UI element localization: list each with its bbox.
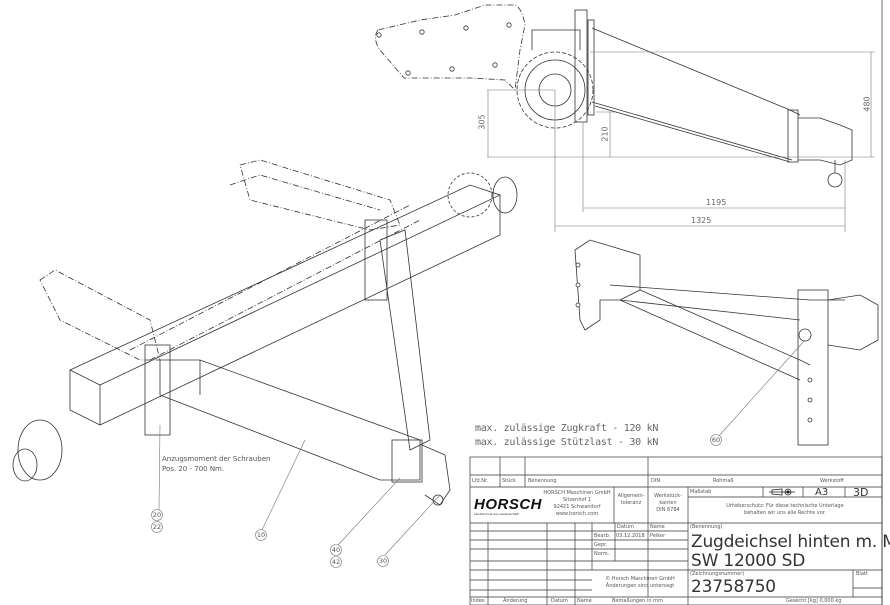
company-name: HORSCH Maschinen GmbH (543, 490, 611, 496)
drawn-by-name: Peiker (650, 533, 666, 539)
sheet-format: A3 (815, 487, 829, 498)
company-address: HORSCH Maschinen GmbH Sitzenhof 1 92421 … (540, 490, 614, 518)
horsch-copyright: © Horsch Maschinen GmbH Änderungen sind … (592, 576, 688, 590)
balloon-30: 30 (378, 557, 388, 565)
revision-index-label: Index (471, 598, 485, 604)
iso-view-drawbar (574, 239, 879, 446)
company-city: 92421 Schwandorf (553, 504, 601, 510)
drawing-title-line2: SW 12000 SD (691, 551, 806, 571)
dimensions-unit-note: Bemaßungen in mm (612, 598, 663, 604)
col-lfd-nr: Lfd.Nr. (472, 478, 489, 484)
workpiece-edges-line2: kanten (659, 500, 677, 506)
weight-field: Gewicht [kg] 0,000 kg (786, 598, 842, 604)
projection-symbol-icon (769, 488, 795, 496)
col-benennung: Benennung (528, 478, 557, 484)
dimension-1325: 1325 (691, 216, 712, 225)
view-type: 3D (853, 486, 869, 499)
drawn-date: 03.12.2018 (616, 533, 645, 539)
balloon-40: 40 (331, 546, 341, 554)
torque-note-line1: Anzugsmoment der Schrauben (162, 455, 271, 463)
title-block-grid (469, 456, 883, 605)
drawing-title-line1: Zugdeichsel hinten m. Montageteile (691, 532, 890, 552)
general-tolerance: Allgemein- toleranz (614, 493, 648, 507)
revision-date-label: Datum (551, 598, 568, 604)
torque-note-line2: Pos. 20 - 700 Nm. (162, 465, 225, 473)
horsch-logo: HORSCH (474, 496, 543, 513)
leader-lines (158, 424, 441, 556)
general-tolerance-line1: Allgemein- (617, 493, 645, 499)
balloon-60: 60 (711, 436, 721, 444)
dimension-lines (487, 51, 875, 232)
copyright-note-line1: Urheberschutz: Für diese technische Unte… (726, 503, 844, 509)
name-label: Name (650, 524, 665, 530)
col-din: DIN (651, 478, 661, 484)
revision-name-label: Name (577, 598, 592, 604)
dimension-1195: 1195 (706, 198, 727, 207)
max-support-load-note: max. zulässige Stützlast - 30 kN (475, 437, 659, 448)
balloon-circles (151, 434, 722, 568)
copyright-note-line2: behalten wir uns alle Rechte vor. (744, 510, 826, 516)
drawing-number: 23758750 (691, 577, 776, 597)
horsch-logo-tagline: Landtechnik aus Leidenschaft (474, 512, 519, 516)
revision-change-label: Änderung (503, 598, 528, 604)
balloon-22: 22 (152, 523, 162, 531)
iso-view-assembly (12, 159, 518, 506)
max-tractive-force-note: max. zulässige Zugkraft - 120 kN (475, 423, 659, 434)
scale-label: Maßstab (690, 489, 712, 495)
dimension-480: 480 (862, 96, 872, 112)
sheet-label: Blatt (856, 571, 868, 577)
drawn-by-label: Bearb. (594, 533, 611, 539)
designation-label: (Benennung) (690, 524, 723, 530)
workpiece-edges-line3: DIN 6784 (656, 507, 680, 513)
workpiece-edges-line1: Werkstück- (654, 493, 682, 499)
general-tolerance-line2: toleranz (620, 500, 642, 506)
side-view (375, 4, 853, 188)
horsch-copyright-line2: Änderungen sind untersagt (605, 583, 675, 589)
copyright-protection-note: Urheberschutz: Für diese technische Unte… (688, 503, 882, 517)
date-label: Datum (617, 524, 634, 530)
standards-label: Norm. (594, 551, 610, 557)
col-rohmass: Rohmaß (713, 478, 734, 484)
col-werkstoff: Werkstoff (820, 478, 844, 484)
checked-by-label: Gepr. (594, 542, 608, 548)
horsch-copyright-line1: © Horsch Maschinen GmbH (605, 576, 675, 582)
workpiece-edges: Werkstück- kanten DIN 6784 (648, 493, 688, 514)
balloon-42: 42 (331, 558, 341, 566)
company-website: www.horsch.com (555, 511, 599, 517)
dimension-210: 210 (600, 126, 610, 142)
balloon-20: 20 (152, 511, 162, 519)
company-street: Sitzenhof 1 (562, 497, 592, 503)
drawing-number-label: (Zeichnungsnummer) (690, 571, 745, 577)
col-stueck: Stück (502, 478, 516, 484)
balloon-10: 10 (256, 531, 266, 539)
dimension-305: 305 (477, 114, 487, 130)
